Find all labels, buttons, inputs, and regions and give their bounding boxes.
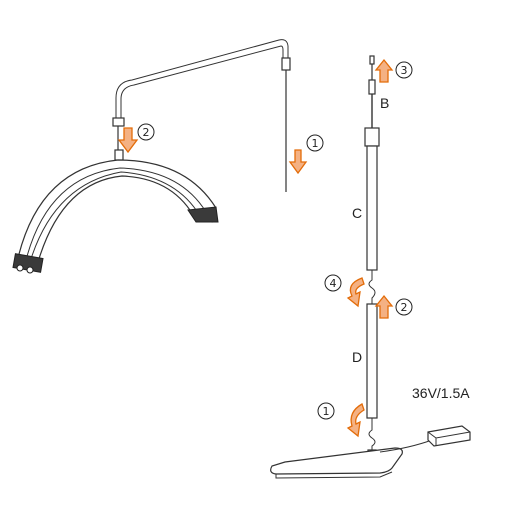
step-number-twist: 4 <box>330 277 337 290</box>
base-plate <box>270 447 403 475</box>
pole-twist-joint <box>368 270 376 304</box>
step-arrow-pole-join: 2 <box>374 294 413 319</box>
step-arrow-base-attach: 1 <box>317 402 365 438</box>
pole-section-c <box>366 145 378 271</box>
pole-assembly: B C D 36V/1.5A <box>270 55 471 479</box>
lamp-head-assembly <box>12 39 291 274</box>
step-number-base-attach: 1 <box>323 405 330 418</box>
step-number-pole-join: 2 <box>401 301 408 314</box>
power-cable <box>379 439 433 453</box>
step-number-cable-connect: 3 <box>401 64 408 77</box>
step-arrow-arm-insert: 1 <box>288 134 324 175</box>
label-pole-d: D <box>352 349 362 365</box>
step-arrow-head-attach: 2 <box>117 123 155 154</box>
cable-plug <box>369 55 375 65</box>
head-end-cap-right <box>187 206 219 223</box>
pole-section-c-collar <box>364 127 380 147</box>
arm-end-cap <box>281 57 291 71</box>
step-number-head-attach: 2 <box>143 126 150 139</box>
arm-joint <box>114 149 124 161</box>
upper-arm <box>115 39 289 118</box>
arm-collar <box>112 117 125 127</box>
step-number-arm-insert: 1 <box>312 137 319 150</box>
step-arrow-twist: 4 <box>324 274 365 308</box>
label-pole-c: C <box>352 205 362 221</box>
label-pole-b: B <box>380 95 389 111</box>
power-spec-label: 36V/1.5A <box>412 385 470 401</box>
pole-section-d <box>366 303 378 419</box>
step-arrow-cable-connect: 3 <box>374 58 413 83</box>
